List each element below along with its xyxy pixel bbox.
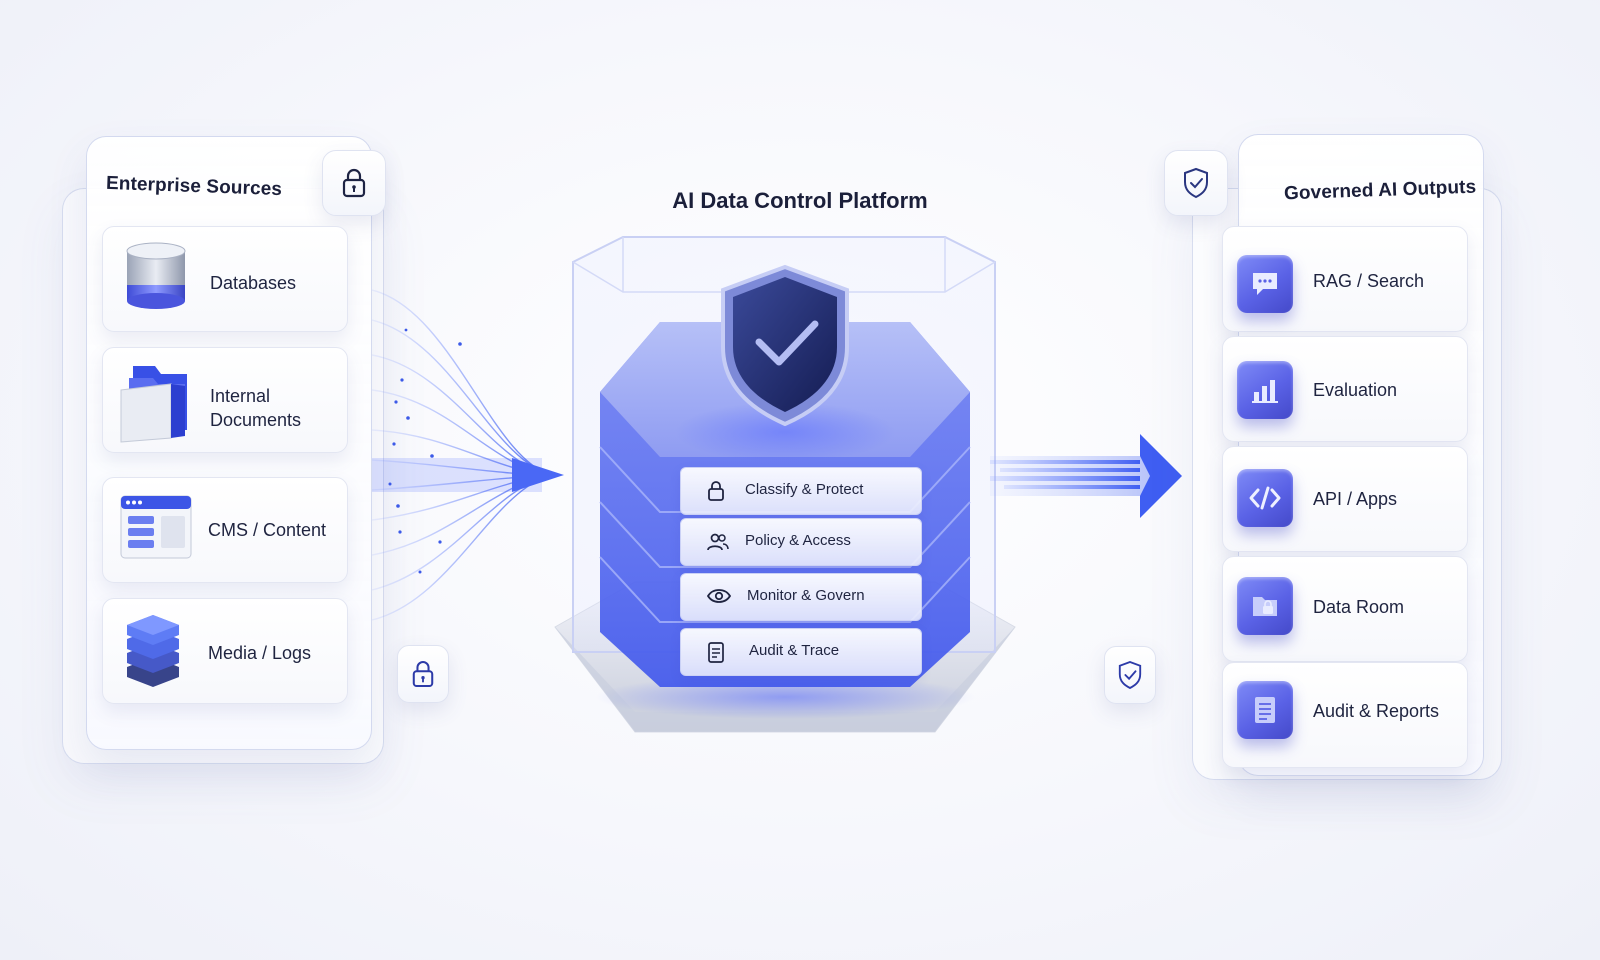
- output-label: Evaluation: [1313, 380, 1398, 400]
- layer-label: Policy & Access: [745, 532, 851, 549]
- locked-folder-icon: [1237, 577, 1293, 635]
- output-label: RAG / Search: [1313, 271, 1425, 291]
- source-label: Internal Documents: [210, 386, 302, 430]
- database-icon: [126, 242, 186, 309]
- output-label: Audit & Reports: [1313, 701, 1440, 721]
- folder-icon: [120, 366, 187, 443]
- inflow-streams: [372, 289, 564, 621]
- layer-label: Audit & Trace: [749, 642, 840, 659]
- source-card-documents[interactable]: Internal Documents: [102, 347, 348, 453]
- shield-check-icon: [1184, 167, 1208, 199]
- lock-icon: [412, 661, 434, 688]
- report-icon: [1237, 681, 1293, 739]
- source-label: Databases: [210, 273, 297, 293]
- bar-chart-icon: [1237, 361, 1293, 419]
- output-label: API / Apps: [1313, 489, 1398, 509]
- chat-icon: [1237, 255, 1293, 313]
- cms-window-icon: [120, 495, 192, 559]
- output-label: Data Room: [1313, 597, 1405, 617]
- right-shield-badge: [1164, 150, 1228, 216]
- left-lock-badge-small: [397, 645, 449, 703]
- platform-layer-audit[interactable]: Audit & Trace: [680, 628, 922, 676]
- source-label: Media / Logs: [208, 643, 312, 663]
- output-card-api[interactable]: API / Apps: [1222, 446, 1468, 552]
- platform-layer-policy[interactable]: Policy & Access: [680, 518, 922, 566]
- lock-icon: [342, 168, 366, 198]
- output-card-rag[interactable]: RAG / Search: [1222, 226, 1468, 332]
- source-card-databases[interactable]: Databases: [102, 226, 348, 332]
- outflow-arrow: [990, 434, 1182, 518]
- lock-icon: [708, 481, 724, 501]
- platform-layer-classify[interactable]: Classify & Protect: [680, 467, 922, 515]
- source-card-media[interactable]: Media / Logs: [102, 598, 348, 704]
- shield-check-icon: [1118, 661, 1142, 690]
- users-icon: [707, 533, 729, 551]
- eye-icon: [707, 589, 731, 603]
- stack-layers-icon: [127, 615, 179, 687]
- right-shield-badge-small: [1104, 646, 1156, 704]
- output-card-dataroom[interactable]: Data Room: [1222, 556, 1468, 662]
- code-icon: [1237, 469, 1293, 527]
- source-card-cms[interactable]: CMS / Content: [102, 477, 348, 583]
- source-label: CMS / Content: [208, 520, 327, 540]
- center-title: AI Data Control Platform: [672, 188, 928, 213]
- layer-label: Classify & Protect: [745, 481, 864, 498]
- document-icon: [708, 642, 724, 663]
- layer-label: Monitor & Govern: [747, 587, 865, 604]
- output-card-evaluation[interactable]: Evaluation: [1222, 336, 1468, 442]
- output-card-audit[interactable]: Audit & Reports: [1222, 662, 1468, 768]
- left-lock-badge: [322, 150, 386, 216]
- platform-layer-monitor[interactable]: Monitor & Govern: [680, 573, 922, 621]
